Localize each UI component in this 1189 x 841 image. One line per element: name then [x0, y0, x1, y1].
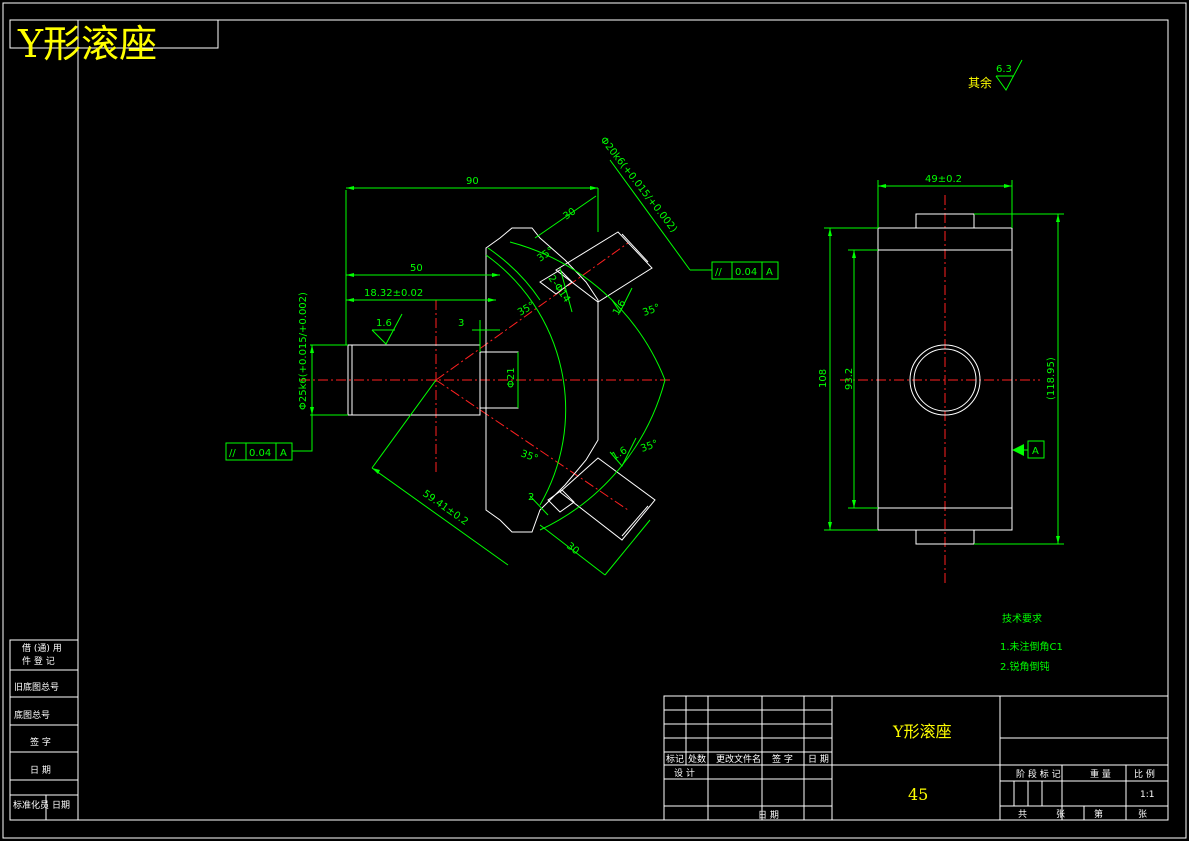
dim-93: 93.2 — [844, 368, 855, 390]
dim-25: Φ25k6(+0.015/+0.002) — [298, 292, 309, 410]
tol-symbol-left: // — [229, 448, 236, 459]
tol-datum-top: A — [766, 267, 773, 278]
dim-30-top: 30 — [561, 206, 578, 222]
dim-49: 49±0.2 — [925, 174, 962, 185]
tb-material: 45 — [908, 785, 928, 804]
dim-118: (118.95) — [1046, 357, 1057, 400]
dim-3: 3 — [458, 318, 464, 329]
tb-part-name: Y形滚座 — [892, 722, 952, 741]
tb-header-1: 标记 — [666, 753, 684, 765]
stamp-text-5: 签 字 — [30, 736, 51, 748]
datum-a: A — [1032, 446, 1039, 457]
roughness-1: 1.6 — [376, 318, 392, 329]
stamp-text-1: 借 (通) 用 — [22, 642, 62, 654]
stamp-text-2: 件 登 记 — [22, 655, 55, 667]
tolerance-frame-left: // 0.04 A — [225, 415, 313, 461]
tech-item-1: 1.未注倒角C1 — [1000, 640, 1063, 653]
side-view: 49±0.2 108 93.2 (118.95) A — [818, 174, 1064, 585]
tb-header-3: 更改文件名 — [716, 753, 761, 765]
tb-header-5: 日 期 — [808, 754, 829, 765]
tb-header-4: 签 字 — [772, 753, 793, 765]
dim-top-dia: Φ20k6(+0.015/+0.002) — [598, 135, 679, 235]
angle-2: 35° — [519, 448, 539, 464]
tolerance-frame-top: // 0.04 A — [711, 261, 779, 280]
tech-item-2: 2.锐角倒钝 — [1000, 660, 1050, 673]
tech-heading: 技术要求 — [1002, 612, 1042, 625]
tb-scale: 1:1 — [1140, 790, 1154, 800]
tb-design: 设 计 — [674, 767, 695, 779]
angle-3: 35° — [641, 302, 661, 318]
tb-bottom-3: 第 — [1094, 808, 1103, 820]
inner-frame — [77, 19, 1169, 821]
tol-value-left: 0.04 — [249, 448, 271, 459]
finish-value: 6.3 — [996, 64, 1012, 75]
dim-2: 2 — [528, 492, 534, 503]
tol-value-top: 0.04 — [735, 267, 757, 278]
dim-90: 90 — [466, 176, 479, 187]
surface-finish-note: 其余 6.3 — [968, 59, 1023, 91]
angle-4: 35° — [639, 438, 659, 454]
tb-date: 日 期 — [758, 810, 779, 821]
stamp-text-8: 日期 — [52, 800, 70, 811]
tb-bottom-1: 共 — [1018, 809, 1027, 820]
stamp-text-3: 旧底图总号 — [14, 681, 59, 693]
tb-header-2: 处数 — [688, 753, 706, 765]
tb-right-1: 阶 段 标 记 — [1016, 768, 1061, 780]
dim-108: 108 — [818, 369, 829, 388]
side-stamp: 借 (通) 用 件 登 记 旧底图总号 底图总号 签 字 日 期 标准化员 日期 — [9, 639, 79, 821]
dim-18: 18.32±0.02 — [364, 288, 423, 299]
tb-right-3: 比 例 — [1134, 768, 1155, 780]
tb-right-2: 重 量 — [1090, 768, 1111, 780]
tb-bottom-4: 张 — [1138, 809, 1147, 820]
tol-symbol-top: // — [715, 267, 722, 278]
title-box — [9, 19, 219, 49]
stamp-text-4: 底图总号 — [14, 709, 50, 721]
front-view: 90 50 18.32±0.02 3 1.6 Φ25k6(+0.015/+0.0… — [225, 135, 779, 576]
angle-5: 35° — [535, 245, 556, 264]
dim-21: Φ21 — [506, 367, 517, 388]
tol-datum-left: A — [280, 448, 287, 459]
dim-50: 50 — [410, 263, 423, 274]
finish-label: 其余 — [968, 75, 992, 90]
tb-bottom-2: 张 — [1056, 809, 1065, 820]
stamp-text-7: 标准化员 — [13, 799, 49, 811]
drawing-title: Y形滚座 — [17, 22, 157, 66]
stamp-text-6: 日 期 — [30, 765, 51, 776]
title-block: 标记 处数 更改文件名 签 字 日 期 设 计 日 期 Y形滚座 45 阶 段 … — [663, 695, 1169, 821]
tech-requirements: 技术要求 1.未注倒角C1 2.锐角倒钝 — [1000, 612, 1063, 673]
